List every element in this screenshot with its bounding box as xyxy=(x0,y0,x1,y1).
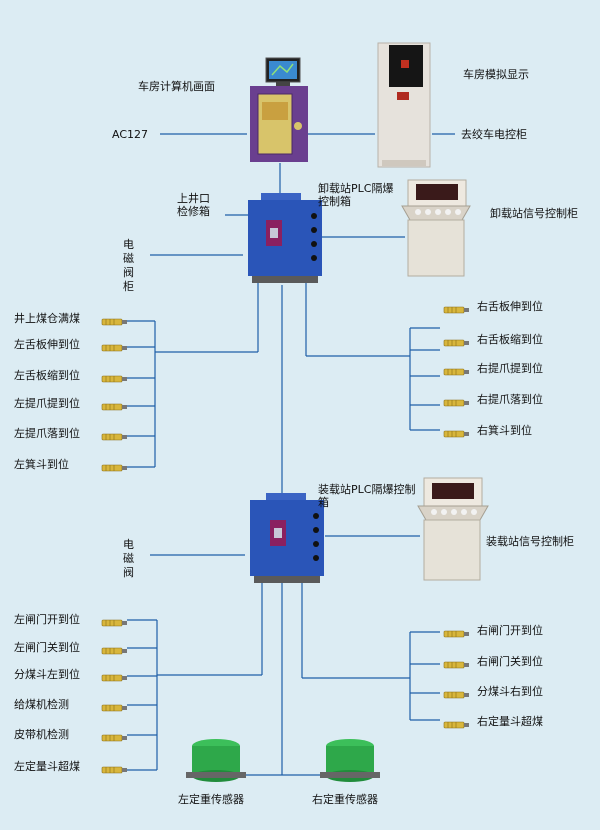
unload-left-sensor-label-0: 井上煤仓满煤 xyxy=(14,312,80,325)
unload-left-sensor-label-1: 左舌板伸到位 xyxy=(14,338,80,351)
inspect-box-label: 上井口检修箱 xyxy=(177,192,210,218)
proximity-sensor-icon xyxy=(100,398,128,411)
load-plc-label: 装载站PLC隔爆控制箱 xyxy=(318,483,416,509)
weight-sensor-right-label: 右定重传感器 xyxy=(312,793,378,806)
unload-plc-box xyxy=(248,193,322,283)
unload-left-sensor-label-5: 左箕斗到位 xyxy=(14,458,69,471)
proximity-sensor-icon xyxy=(100,699,128,712)
weight-sensor-left xyxy=(186,739,246,782)
proximity-sensor-icon xyxy=(442,394,470,407)
unload-right-sensor-label-3: 右提爪落到位 xyxy=(477,393,543,406)
load-left-sensor-label-4: 皮带机检测 xyxy=(14,728,69,741)
proximity-sensor-icon xyxy=(100,729,128,742)
load-signal-cabinet-label: 装载站信号控制柜 xyxy=(486,535,574,548)
ac127-label: AC127 xyxy=(112,128,149,141)
weight-sensor-left-label: 左定重传感器 xyxy=(178,793,244,806)
connection-lines xyxy=(127,133,455,776)
load-right-sensor-label-3: 右定量斗超煤 xyxy=(477,715,543,728)
unload-left-sensor-label-3: 左提爪提到位 xyxy=(14,397,80,410)
computer-screen-label: 车房计算机画面 xyxy=(138,80,215,93)
unload-signal-cabinet-label: 卸载站信号控制柜 xyxy=(490,207,578,220)
load-right-sensor-label-1: 右闸门关到位 xyxy=(477,655,543,668)
proximity-sensor-icon xyxy=(100,642,128,655)
proximity-sensor-icon xyxy=(100,339,128,352)
proximity-sensor-icon xyxy=(100,614,128,627)
proximity-sensor-icon xyxy=(100,428,128,441)
proximity-sensor-icon xyxy=(100,761,128,774)
proximity-sensor-icon xyxy=(442,363,470,376)
unload-signal-cabinet xyxy=(401,179,471,277)
load-left-sensor-label-0: 左闸门开到位 xyxy=(14,613,80,626)
load-left-sensor-label-3: 给煤机检测 xyxy=(14,698,69,711)
unload-right-sensor-label-0: 右舌板伸到位 xyxy=(477,300,543,313)
computer-monitor xyxy=(265,57,301,86)
proximity-sensor-icon xyxy=(100,669,128,682)
proximity-sensor-icon xyxy=(442,686,470,699)
load-valve-label: 电磁阀 xyxy=(123,538,134,579)
proximity-sensor-icon xyxy=(442,656,470,669)
load-left-sensor-label-5: 左定量斗超煤 xyxy=(14,760,80,773)
proximity-sensor-icon xyxy=(100,313,128,326)
computer-cabinet xyxy=(250,86,308,162)
load-signal-cabinet xyxy=(417,477,489,581)
load-plc-box xyxy=(250,493,324,583)
load-right-sensor-label-2: 分煤斗右到位 xyxy=(477,685,543,698)
load-left-sensor-label-1: 左闸门关到位 xyxy=(14,641,80,654)
proximity-sensor-icon xyxy=(442,625,470,638)
unload-right-sensor-label-1: 右舌板缩到位 xyxy=(477,333,543,346)
unload-plc-label: 卸载站PLC隔爆控制箱 xyxy=(318,182,394,208)
proximity-sensor-icon xyxy=(442,716,470,729)
simulation-display-label: 车房模拟显示 xyxy=(463,68,529,81)
load-right-sensor-label-0: 右闸门开到位 xyxy=(477,624,543,637)
winch-cabinet-label: 去绞车电控柜 xyxy=(461,128,527,141)
proximity-sensor-icon xyxy=(442,334,470,347)
proximity-sensor-icon xyxy=(442,301,470,314)
proximity-sensor-icon xyxy=(442,425,470,438)
unload-right-sensor-label-4: 右箕斗到位 xyxy=(477,424,532,437)
simulation-display-cabinet xyxy=(377,42,431,168)
unload-valve-label: 电磁阀柜 xyxy=(123,238,134,293)
proximity-sensor-icon xyxy=(100,459,128,472)
proximity-sensor-icon xyxy=(100,370,128,383)
weight-sensor-right xyxy=(320,739,380,782)
load-left-sensor-label-2: 分煤斗左到位 xyxy=(14,668,80,681)
unload-right-sensor-label-2: 右提爪提到位 xyxy=(477,362,543,375)
unload-left-sensor-label-2: 左舌板缩到位 xyxy=(14,369,80,382)
unload-left-sensor-label-4: 左提爪落到位 xyxy=(14,427,80,440)
